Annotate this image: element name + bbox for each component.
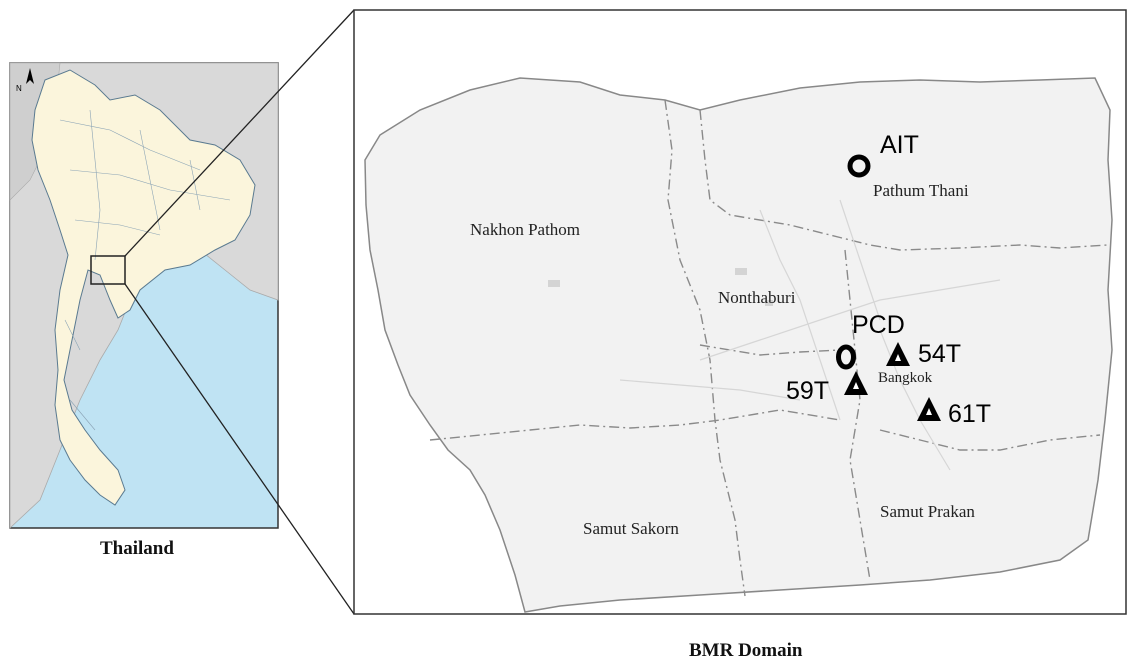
station-label-pcd: PCD [852, 311, 905, 339]
province-label-nakhon-pathom: Nakhon Pathom [470, 220, 581, 239]
north-arrow-icon [26, 68, 34, 84]
station-ait-marker [847, 154, 871, 178]
station-pcd-marker [836, 344, 856, 370]
province-label-samut-sakorn: Samut Sakorn [583, 519, 679, 538]
province-label-samut-prakan: Samut Prakan [880, 502, 975, 521]
province-label-bangkok: Bangkok [878, 370, 933, 386]
main-map-caption: BMR Domain [689, 640, 803, 661]
main-map [353, 9, 1127, 615]
station-label-59t: 59T [786, 377, 830, 405]
province-label-nonthaburi: Nonthaburi [718, 288, 796, 307]
bmr-region [364, 77, 1113, 613]
inset-zoom-box [90, 255, 126, 285]
station-59t-marker [844, 371, 868, 395]
station-label-61t: 61T [948, 400, 992, 428]
inset-map [9, 62, 279, 529]
station-54t-marker [886, 342, 910, 366]
north-label: N [16, 84, 22, 93]
station-label-ait: AIT [880, 131, 919, 159]
station-markers [836, 154, 941, 421]
station-61t-marker [917, 397, 941, 421]
inset-caption: Thailand [100, 538, 174, 559]
station-label-54t: 54T [918, 340, 962, 368]
province-label-pathum-thani: Pathum Thani [873, 181, 969, 200]
